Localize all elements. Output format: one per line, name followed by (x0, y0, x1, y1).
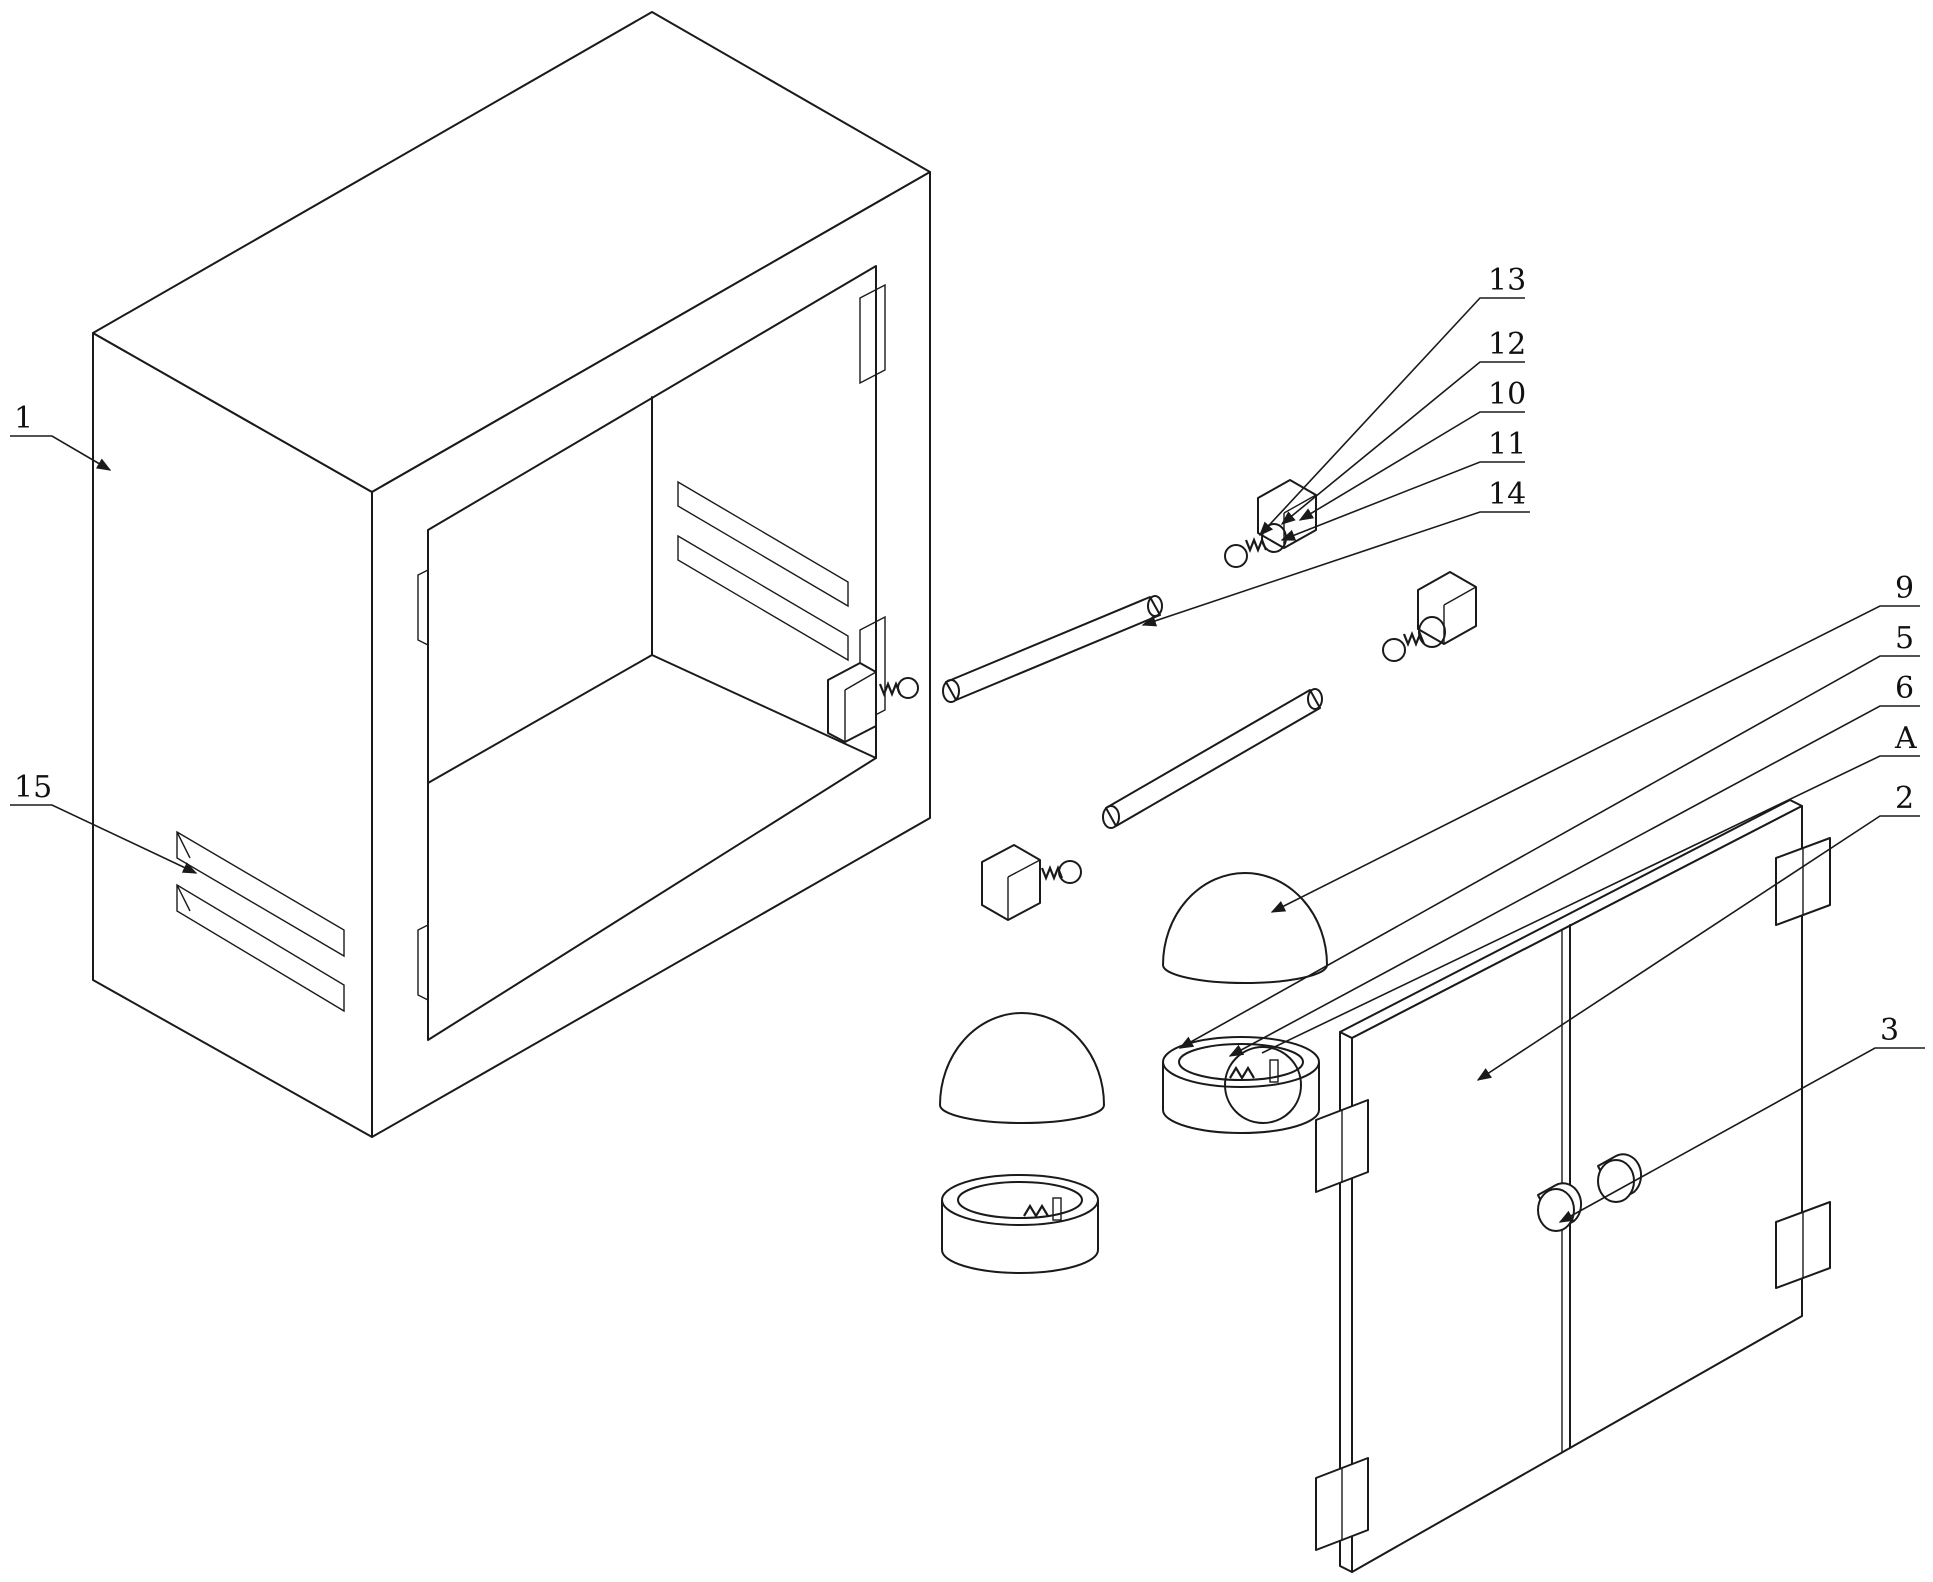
cabinet-body (92, 11, 931, 1138)
callout-label-15: 15 (14, 770, 52, 805)
dome-upper (1162, 872, 1328, 984)
callout-label-14: 14 (1488, 477, 1526, 512)
callout-label-5: 5 (1895, 621, 1914, 656)
callout-label-A: A (1894, 721, 1917, 756)
ring-upper (1162, 1036, 1320, 1134)
rod-lower (1102, 688, 1323, 829)
callout-label-3: 3 (1880, 1013, 1899, 1048)
callout-label-10: 10 (1488, 377, 1526, 412)
latch-assembly-lower (981, 844, 1082, 921)
rod-upper (942, 595, 1163, 703)
callout-label-1: 1 (14, 401, 33, 436)
callout-label-9: 9 (1895, 571, 1914, 606)
callout-labels: 1 15 13 12 10 11 14 9 5 6 A 2 3 (14, 263, 1917, 1048)
callout-label-6: 6 (1895, 671, 1914, 706)
callout-label-13: 13 (1488, 263, 1526, 298)
ring-lower (941, 1174, 1099, 1274)
latch-assembly-right (1382, 571, 1477, 662)
dome-lower (939, 1012, 1105, 1124)
door-handle-right (1597, 1153, 1643, 1203)
callout-label-12: 12 (1488, 327, 1526, 362)
door-panel (1315, 799, 1831, 1573)
callout-leaders (10, 297, 1925, 1223)
callout-label-11: 11 (1488, 427, 1526, 462)
callout-label-2: 2 (1895, 781, 1914, 816)
